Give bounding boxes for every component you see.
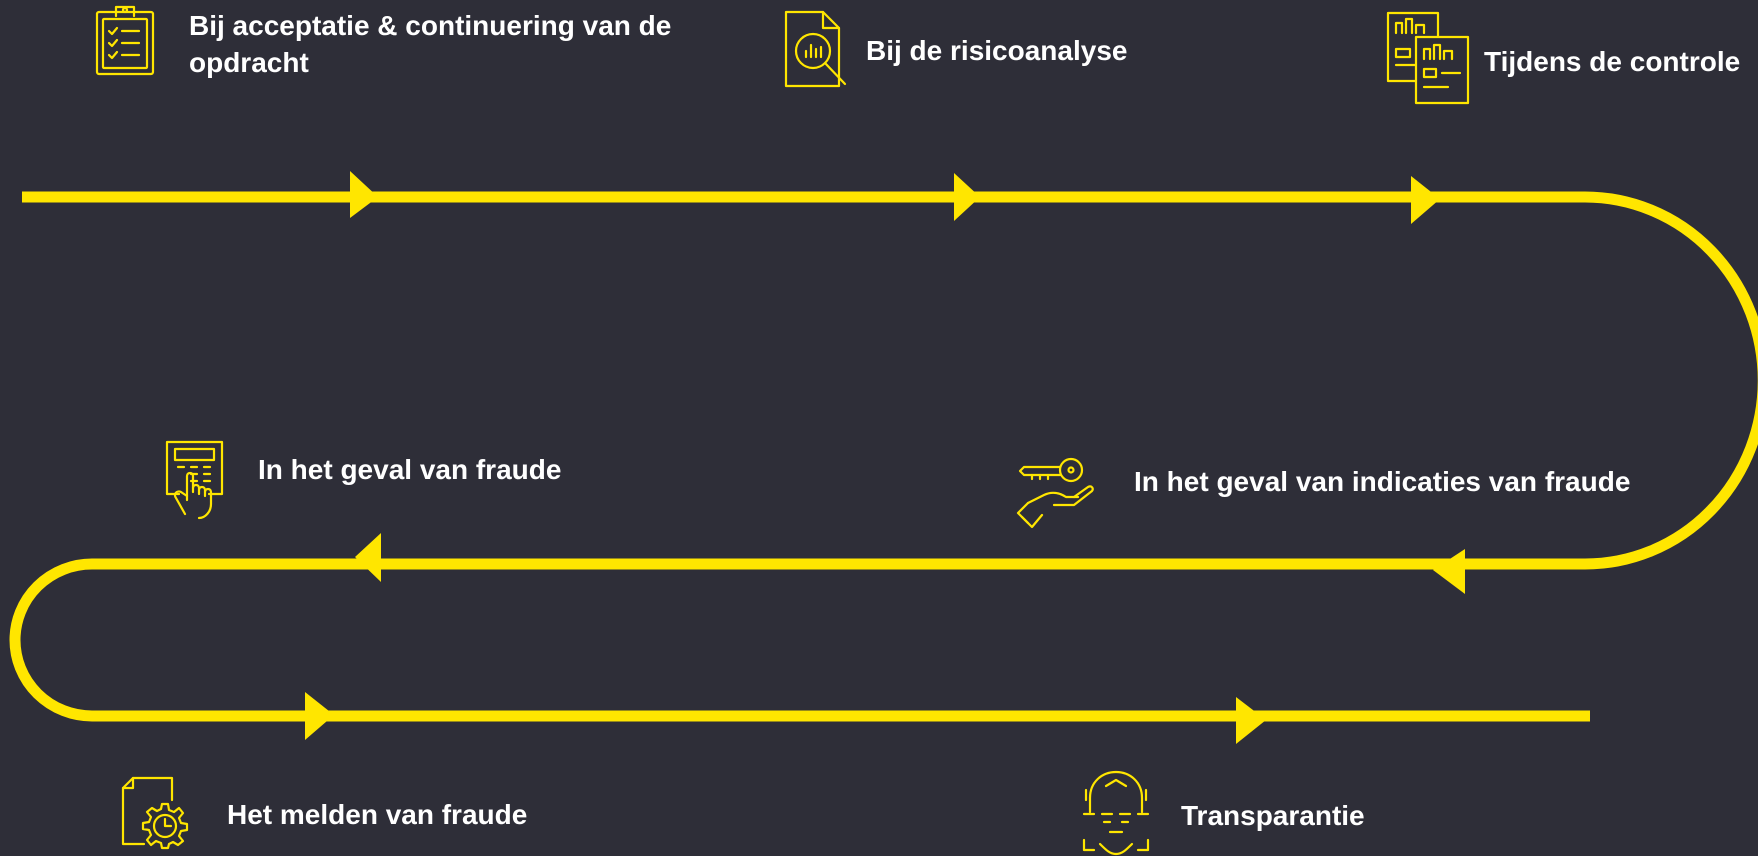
document-gear-clock-icon	[120, 776, 190, 850]
clipboard-checklist-icon	[94, 2, 156, 76]
face-scan-icon	[1082, 770, 1150, 856]
document-analysis-icon	[783, 9, 849, 89]
calculator-hand-icon	[165, 440, 225, 520]
reports-icon	[1386, 11, 1470, 105]
hand-key-icon	[1014, 457, 1098, 533]
flow-arrow	[1411, 176, 1440, 224]
step-6-label: Het melden van fraude	[227, 799, 528, 830]
flow-arrow	[1236, 697, 1266, 744]
step-7-label: Transparantie	[1181, 800, 1365, 831]
flow-arrow	[1433, 549, 1465, 594]
step-3-label: Tijdens de controle	[1484, 46, 1741, 77]
flow-path	[9, 191, 1758, 722]
step-2-label: Bij de risicoanalyse	[866, 35, 1128, 66]
flow-arrow	[350, 171, 378, 218]
flow-arrow	[355, 533, 381, 582]
step-1-label: Bij acceptatie & continuering van de opd…	[189, 10, 672, 78]
step-4-label: In het geval van indicaties van fraude	[1134, 466, 1631, 497]
flow-arrow	[954, 173, 980, 221]
step-5-label: In het geval van fraude	[258, 454, 562, 485]
flow-arrow	[305, 692, 334, 740]
